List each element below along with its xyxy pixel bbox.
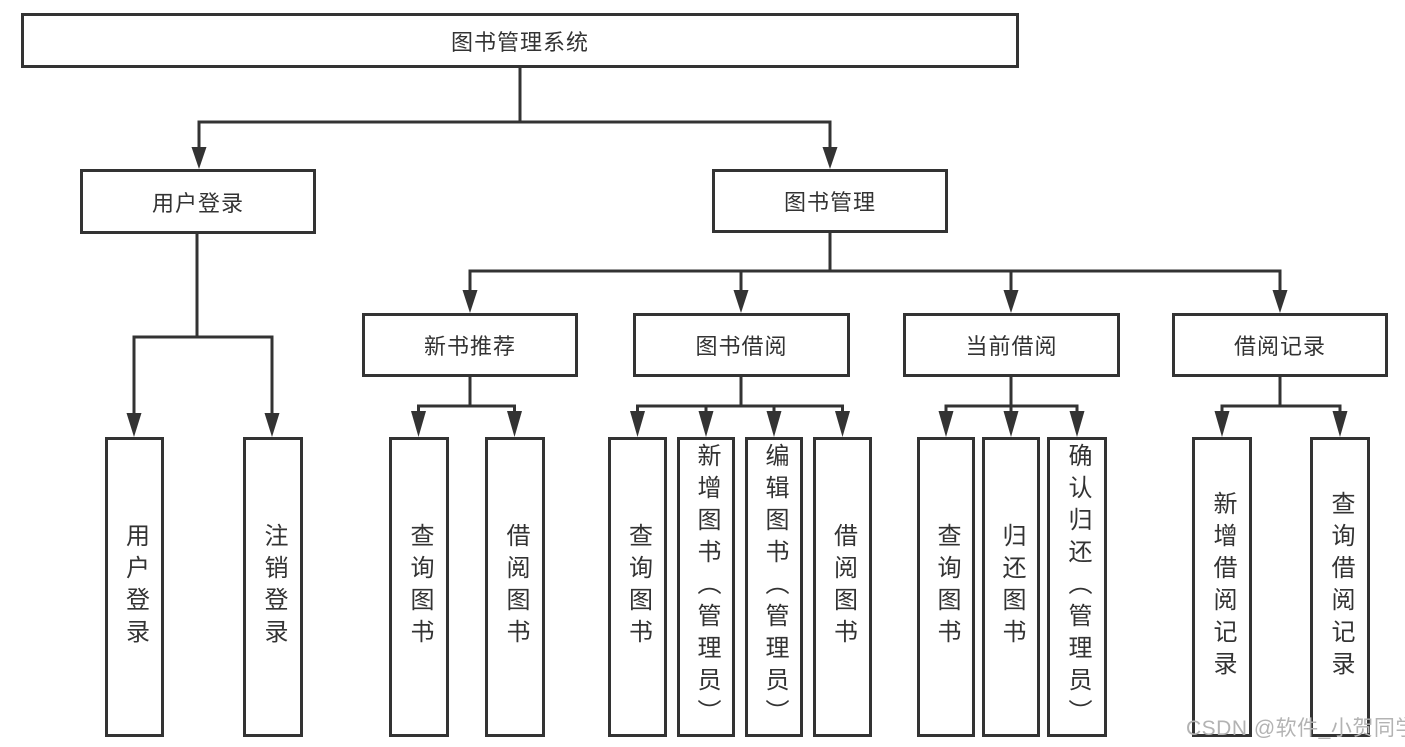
leaf-newbookrec-query-book-label: 查询图书 (406, 523, 433, 651)
leaf-bookborrow-borrow-book: 借阅图书 (813, 437, 872, 737)
leaf-borrowrecord-query-record: 查询借阅记录 (1310, 437, 1370, 737)
connector-bookmgmt-to-level3 (462, 232, 1288, 313)
connector-borrowrecord-to-leaves (1214, 376, 1348, 437)
node-borrow-record-label: 借阅记录 (1233, 334, 1326, 359)
leaf-currentborrow-confirm-return-admin: 确认归还（管理员） (1047, 437, 1107, 737)
leaf-newbookrec-borrow-book-label: 借阅图书 (502, 523, 529, 651)
leaf-bookborrow-add-book-admin: 新增图书（管理员） (677, 437, 735, 737)
node-book-management: 图书管理 (712, 169, 948, 233)
leaf-newbookrec-query-book: 查询图书 (389, 437, 449, 737)
leaf-currentborrow-confirm-return-admin-label: 确认归还（管理员） (1064, 443, 1091, 731)
csdn-watermark: CSDN @软件_小贺同学 (1186, 717, 1405, 740)
node-root-system: 图书管理系统 (21, 13, 1019, 68)
leaf-currentborrow-query-book-label: 查询图书 (933, 523, 960, 651)
leaf-bookborrow-query-book-label: 查询图书 (624, 523, 652, 651)
connector-userlogin-to-leaves (126, 233, 280, 437)
leaf-logout: 注销登录 (243, 437, 303, 737)
leaf-bookborrow-edit-book-admin-label: 编辑图书（管理员） (761, 443, 788, 731)
leaf-bookborrow-query-book: 查询图书 (608, 437, 667, 737)
leaf-currentborrow-return-book: 归还图书 (982, 437, 1040, 737)
connector-bookborrow-to-leaves (630, 376, 850, 437)
leaf-bookborrow-add-book-admin-label: 新增图书（管理员） (693, 443, 720, 731)
connector-root-to-level2 (191, 67, 838, 169)
node-new-book-recommendation-label: 新书推荐 (423, 334, 516, 359)
node-new-book-recommendation: 新书推荐 (362, 313, 578, 377)
node-borrow-record: 借阅记录 (1172, 313, 1388, 377)
leaf-borrowrecord-add-record: 新增借阅记录 (1192, 437, 1252, 737)
node-book-management-label: 图书管理 (783, 190, 876, 215)
node-user-login-label: 用户登录 (151, 190, 244, 216)
node-user-login: 用户登录 (80, 169, 316, 234)
leaf-borrowrecord-add-record-label: 新增借阅记录 (1209, 491, 1236, 683)
node-book-borrow-label: 图书借阅 (695, 334, 788, 359)
leaf-bookborrow-borrow-book-label: 借阅图书 (829, 523, 857, 651)
leaf-logout-label: 注销登录 (260, 523, 287, 651)
node-current-borrow-label: 当前借阅 (965, 334, 1058, 359)
connector-currentborrow-to-leaves (938, 376, 1085, 437)
node-root-label: 图书管理系统 (450, 29, 589, 55)
leaf-currentborrow-return-book-label: 归还图书 (998, 523, 1025, 651)
leaf-currentborrow-query-book: 查询图书 (917, 437, 975, 737)
leaf-newbookrec-borrow-book: 借阅图书 (485, 437, 545, 737)
leaf-bookborrow-edit-book-admin: 编辑图书（管理员） (745, 437, 803, 737)
node-book-borrow: 图书借阅 (633, 313, 850, 377)
leaf-user-login-label: 用户登录 (121, 523, 149, 651)
leaf-borrowrecord-query-record-label: 查询借阅记录 (1327, 491, 1354, 683)
connector-newbookrec-to-leaves (411, 376, 522, 437)
node-current-borrow: 当前借阅 (903, 313, 1120, 377)
leaf-user-login: 用户登录 (105, 437, 164, 737)
